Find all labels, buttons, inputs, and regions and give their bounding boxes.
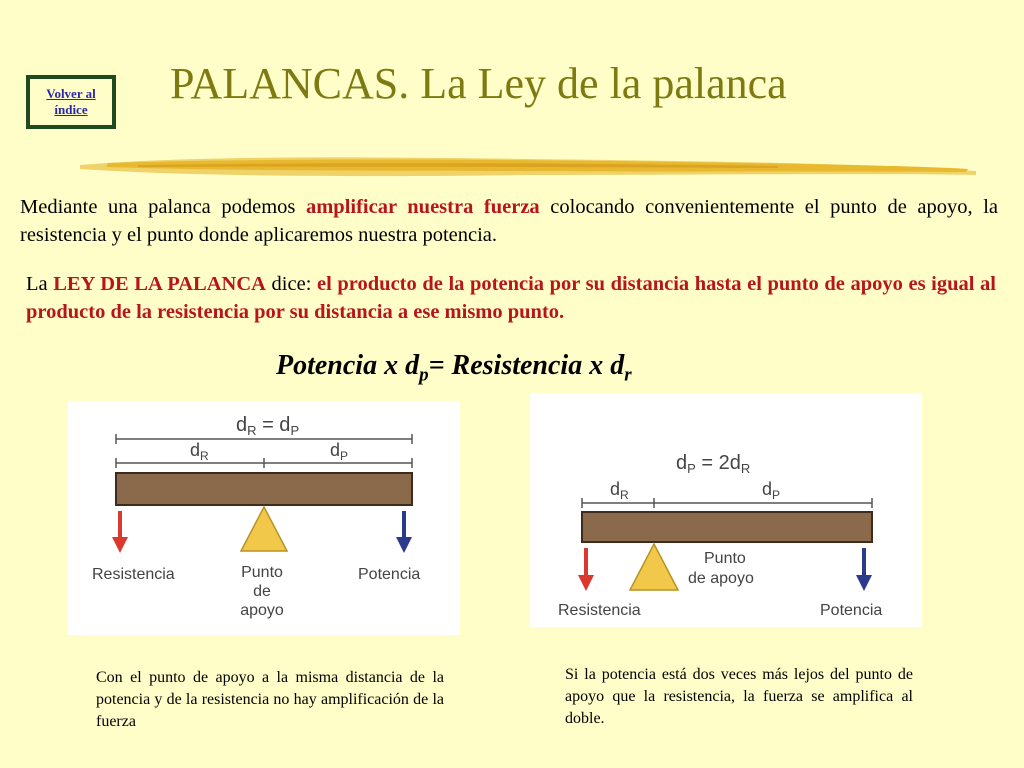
- formula-sub-r: r: [624, 364, 632, 386]
- intro-text-1: Mediante una palanca podemos: [20, 196, 306, 218]
- fig2-fulcrum-label-2: de apoyo: [688, 570, 754, 587]
- fig1-fulcrum-label-2: de: [253, 583, 271, 600]
- intro-paragraph: Mediante una palanca podemos amplificar …: [20, 193, 998, 249]
- fig1-dp-label: dP: [330, 440, 348, 463]
- fig2-resistance-label: Resistencia: [558, 602, 641, 619]
- decorative-brush-stroke: [80, 157, 976, 177]
- fig1-lever-beam: [115, 472, 413, 506]
- lever-figure-double: dP = 2dR dR dP Punto de apoyo Resistenci…: [530, 393, 922, 627]
- fig1-resistance-label: Resistencia: [92, 566, 175, 583]
- lever-formula: Potencia x dp= Resistencia x dr: [276, 350, 632, 387]
- fig1-fulcrum-label-1: Punto: [241, 564, 283, 581]
- fig2-effort-arrow: [856, 548, 872, 591]
- formula-part-a: Potencia x d: [276, 350, 420, 381]
- intro-highlight: amplificar nuestra fuerza: [305, 196, 540, 218]
- fig1-effort-label: Potencia: [358, 566, 420, 583]
- fig2-dp-label: dP: [762, 479, 780, 502]
- fig2-fulcrum-label-1: Punto: [704, 550, 746, 567]
- fig1-fulcrum-triangle: [239, 505, 289, 552]
- fig2-fulcrum-triangle: [628, 542, 680, 591]
- formula-sub-p: p: [419, 364, 429, 386]
- law-text-1: La: [26, 273, 54, 295]
- fig1-equation: dR = dP: [236, 414, 299, 438]
- law-text-2: dice:: [265, 273, 317, 295]
- fig2-resistance-arrow: [578, 548, 594, 591]
- fig2-dr-label: dR: [610, 479, 629, 502]
- formula-part-b: = Resistencia x d: [428, 350, 625, 381]
- back-label-line1: Volver al: [46, 85, 96, 101]
- intro-text-2: colocando convenientemente el punto de a…: [20, 196, 998, 246]
- lever-figure-equal: dR = dP dR dP Resistencia Punto de apoyo…: [68, 401, 460, 635]
- law-name-highlight: LEY DE LA PALANCA: [53, 273, 266, 295]
- law-statement-highlight: el producto de la potencia por su distan…: [26, 273, 996, 323]
- fig2-equation: dP = 2dR: [676, 452, 750, 476]
- fig1-effort-arrow: [396, 511, 412, 553]
- fig1-dr-label: dR: [190, 440, 209, 463]
- law-paragraph: La LEY DE LA PALANCA dice: el producto d…: [26, 270, 996, 326]
- fig1-fulcrum-label-3: apoyo: [240, 602, 284, 619]
- caption-equal-distances: Con el punto de apoyo a la misma distanc…: [96, 669, 444, 730]
- back-label-line2: índice: [54, 102, 88, 117]
- page-title: PALANCAS. La Ley de la palanca: [170, 59, 787, 108]
- fig1-resistance-arrow: [112, 511, 128, 553]
- fig2-effort-label: Potencia: [820, 602, 882, 619]
- fig2-lever-beam: [581, 511, 873, 543]
- caption-double-distance: Si la potencia está dos veces más lejos …: [565, 666, 913, 727]
